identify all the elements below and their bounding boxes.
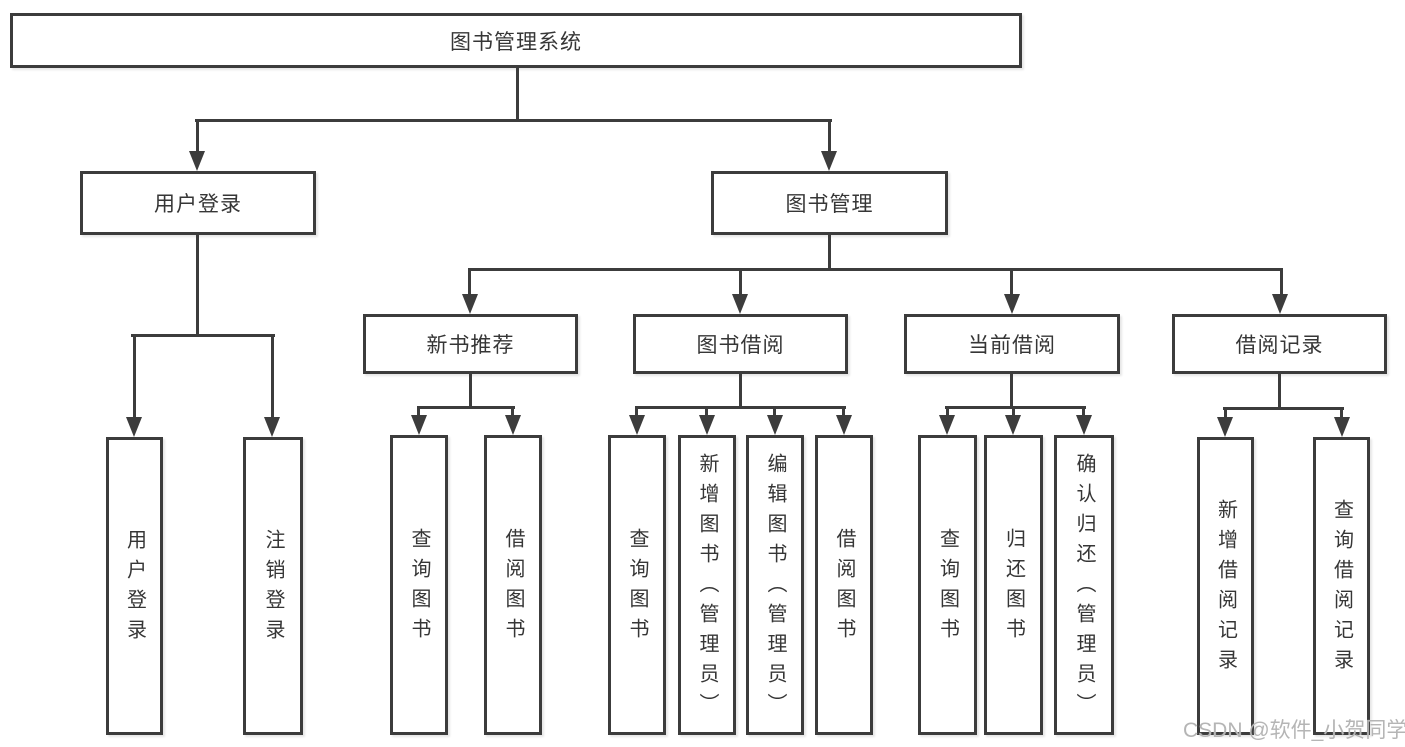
leaf-user-login-label: 用户登录: [123, 529, 146, 649]
leaf-bb-borrow-books-label: 借阅图书: [833, 528, 855, 648]
leaf-cb-query-books-label: 查询图书: [936, 528, 959, 648]
connector-br-hbar: [1223, 407, 1344, 410]
leaf-nbr-borrow-books: 借阅图书: [484, 435, 542, 735]
arrowhead-nbr-borrow-icon: [505, 415, 521, 435]
arrowhead-current-borrow-icon: [1004, 294, 1020, 314]
arrowhead-book-borrow-icon: [732, 294, 748, 314]
arrowhead-user-login-icon: [189, 151, 205, 171]
leaf-nbr-borrow-books-label: 借阅图书: [502, 528, 524, 648]
leaf-br-query-record: 查询借阅记录: [1313, 437, 1370, 735]
connector-bb-down: [739, 374, 742, 407]
arrowhead-leaf-logout-icon: [264, 417, 280, 437]
node-book-management: 图书管理: [711, 171, 948, 235]
connector-bb-borrow-stem: [842, 406, 845, 421]
connector-nbr-hbar: [417, 406, 515, 409]
connector-book-borrow-stem: [739, 268, 742, 300]
node-current-borrowing: 当前借阅: [904, 314, 1120, 374]
node-book-borrowing-label: 图书借阅: [696, 334, 785, 357]
arrowhead-nbr-query-icon: [411, 415, 427, 435]
arrowhead-bb-add-icon: [699, 415, 715, 435]
connector-br-add-stem: [1224, 407, 1227, 423]
leaf-bb-borrow-books: 借阅图书: [815, 435, 873, 735]
leaf-bb-query-books-label: 查询图书: [626, 528, 648, 648]
node-book-borrowing: 图书借阅: [633, 314, 848, 374]
connector-book-mgmt-hbar: [468, 268, 1283, 271]
connector-user-login-hbar: [131, 334, 275, 337]
connector-bb-hbar: [635, 406, 846, 409]
node-user-login: 用户登录: [80, 171, 316, 235]
leaf-br-add-record-label: 新增借阅记录: [1214, 499, 1237, 679]
leaf-bb-edit-books-admin-label: 编辑图书（管理员）: [764, 453, 786, 723]
connector-leaf-login-stem: [133, 334, 136, 423]
connector-user-login-stem: [196, 119, 199, 157]
node-borrowing-records-label: 借阅记录: [1235, 334, 1324, 357]
connector-user-login-down: [196, 235, 199, 335]
node-current-borrowing-label: 当前借阅: [968, 334, 1056, 357]
connector-root-hbar: [195, 119, 832, 122]
leaf-br-add-record: 新增借阅记录: [1197, 437, 1254, 735]
leaf-bb-query-books: 查询图书: [608, 435, 666, 735]
node-system-root: 图书管理系统: [10, 13, 1022, 68]
leaf-cb-return-books-label: 归还图书: [1002, 528, 1025, 648]
arrowhead-leaf-login-icon: [126, 417, 142, 437]
arrowhead-bb-query-icon: [629, 415, 645, 435]
arrowhead-new-book-icon: [462, 294, 478, 314]
connector-root-stem: [516, 68, 519, 120]
arrowhead-book-mgmt-icon: [821, 151, 837, 171]
connector-nbr-down: [469, 374, 472, 407]
arrowhead-bb-edit-icon: [767, 415, 783, 435]
connector-cb-query-stem: [946, 406, 949, 421]
connector-bb-add-stem: [705, 406, 708, 421]
watermark-text: CSDN @软件_小贺同学: [1183, 719, 1405, 742]
connector-br-query-stem: [1340, 407, 1343, 423]
node-new-book-recommendation-label: 新书推荐: [426, 334, 515, 357]
arrowhead-cb-return-icon: [1005, 415, 1021, 435]
leaf-cb-confirm-return-admin-label: 确认归还（管理员）: [1073, 453, 1095, 723]
connector-cb-hbar: [945, 406, 1086, 409]
leaf-user-login: 用户登录: [106, 437, 163, 735]
leaf-cb-confirm-return-admin: 确认归还（管理员）: [1054, 435, 1114, 735]
node-new-book-recommendation: 新书推荐: [363, 314, 578, 374]
leaf-nbr-query-books-label: 查询图书: [408, 528, 430, 648]
connector-book-mgmt-stem: [828, 119, 831, 157]
connector-br-down: [1278, 374, 1281, 408]
connector-nbr-borrow-stem: [511, 406, 514, 421]
leaf-cb-query-books: 查询图书: [918, 435, 977, 735]
node-borrowing-records: 借阅记录: [1172, 314, 1387, 374]
leaf-logout: 注销登录: [243, 437, 303, 735]
arrowhead-cb-query-icon: [939, 415, 955, 435]
connector-bb-query-stem: [635, 406, 638, 421]
leaf-logout-label: 注销登录: [262, 529, 284, 649]
node-user-login-label: 用户登录: [154, 193, 242, 216]
leaf-bb-add-books-admin: 新增图书（管理员）: [678, 435, 736, 735]
arrowhead-br-add-icon: [1217, 417, 1233, 437]
arrowhead-br-query-icon: [1334, 417, 1350, 437]
connector-bb-edit-stem: [773, 406, 776, 421]
connector-current-borrow-stem: [1010, 268, 1013, 300]
connector-cb-down: [1010, 374, 1013, 407]
leaf-br-query-record-label: 查询借阅记录: [1330, 499, 1353, 679]
connector-cb-confirm-stem: [1082, 406, 1085, 421]
arrowhead-borrow-record-icon: [1272, 294, 1288, 314]
connector-cb-return-stem: [1012, 406, 1015, 421]
connector-book-mgmt-down: [828, 235, 831, 269]
node-system-root-label: 图书管理系统: [450, 30, 582, 54]
arrowhead-bb-borrow-icon: [836, 415, 852, 435]
leaf-bb-add-books-admin-label: 新增图书（管理员）: [696, 453, 718, 723]
arrowhead-cb-confirm-icon: [1076, 415, 1092, 435]
leaf-nbr-query-books: 查询图书: [390, 435, 448, 735]
connector-leaf-logout-stem: [271, 334, 274, 423]
leaf-cb-return-books: 归还图书: [984, 435, 1043, 735]
connector-nbr-query-stem: [417, 406, 420, 421]
node-book-management-label: 图书管理: [785, 193, 874, 216]
connector-borrow-record-stem: [1280, 268, 1283, 300]
connector-new-book-stem: [468, 268, 471, 300]
leaf-bb-edit-books-admin: 编辑图书（管理员）: [746, 435, 804, 735]
